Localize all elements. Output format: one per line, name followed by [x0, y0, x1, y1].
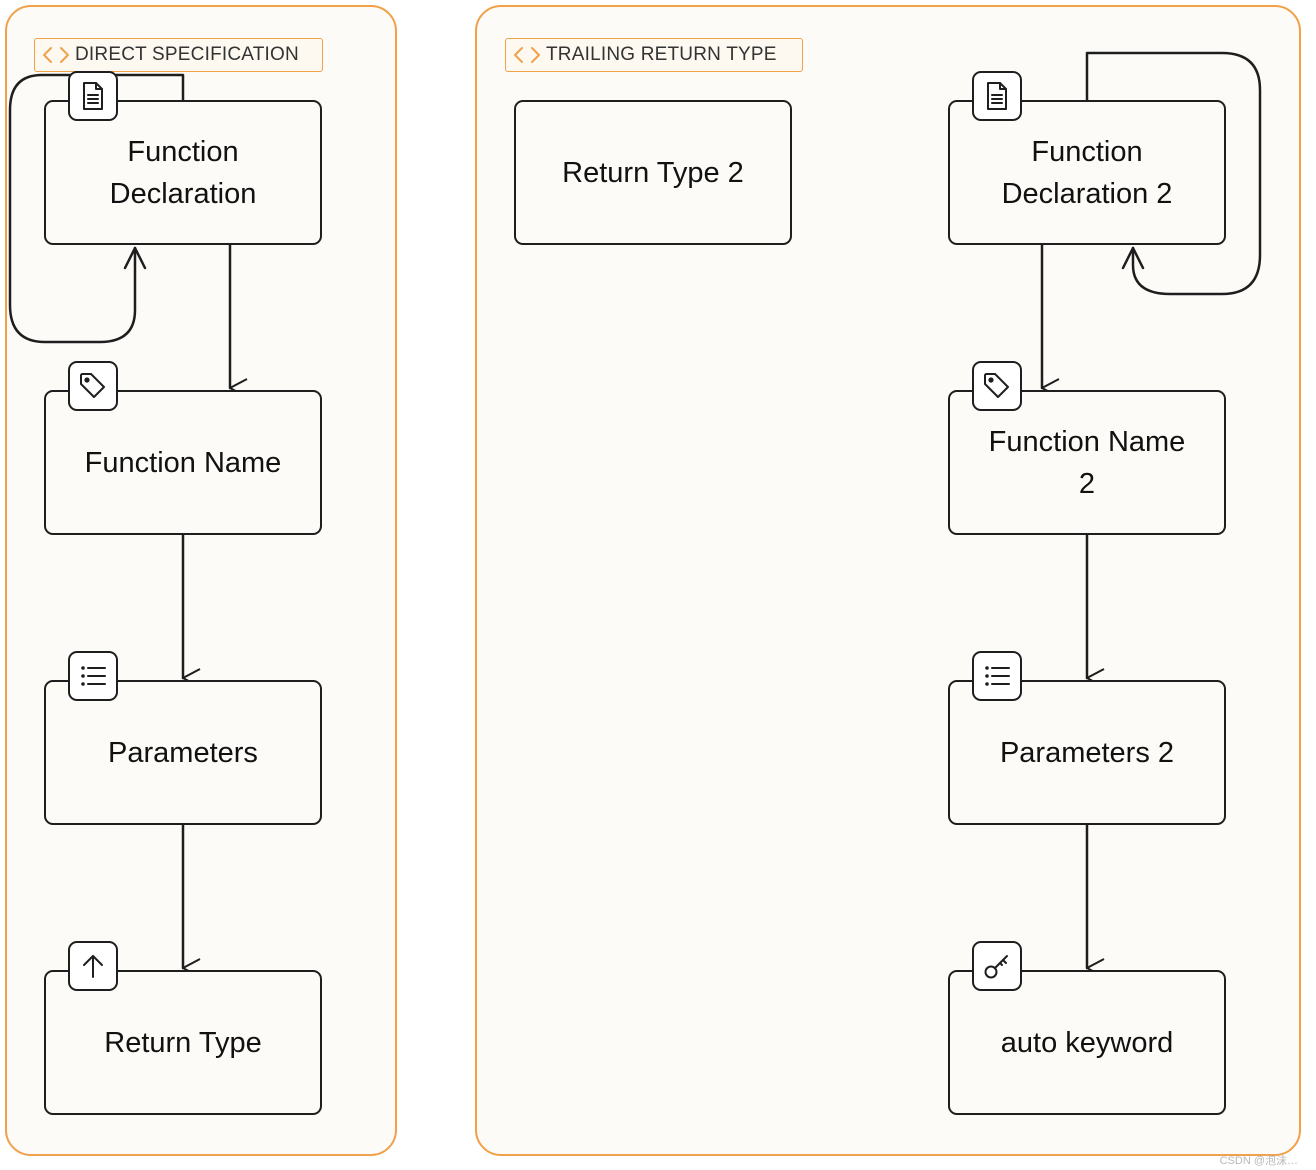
- node-function-name-2[interactable]: Function Name 2: [948, 390, 1226, 535]
- node-label: Parameters 2: [999, 736, 1175, 769]
- code-icon: [41, 44, 71, 66]
- node-return-type[interactable]: Return Type: [44, 970, 322, 1115]
- document-icon: [972, 71, 1022, 121]
- group-label-direct: DIRECT SPECIFICATION: [34, 38, 323, 72]
- node-label: Function Name: [84, 446, 282, 479]
- arrow-up-icon: [68, 941, 118, 991]
- group-label-text: TRAILING RETURN TYPE: [546, 44, 777, 65]
- watermark: CSDN @泡沫…: [1219, 1155, 1298, 1167]
- node-label: Function Declaration 2: [1001, 135, 1173, 210]
- tag-icon: [68, 361, 118, 411]
- node-parameters[interactable]: Parameters: [44, 680, 322, 825]
- list-icon: [68, 651, 118, 701]
- node-function-declaration[interactable]: Function Declaration: [44, 100, 322, 245]
- node-label: Return Type 2: [562, 156, 744, 189]
- tag-icon: [972, 361, 1022, 411]
- node-label: Return Type: [104, 1026, 262, 1059]
- node-label: auto keyword: [1000, 1026, 1174, 1059]
- node-label: Parameters: [108, 736, 258, 769]
- node-function-declaration-2[interactable]: Function Declaration 2: [948, 100, 1226, 245]
- node-label: Function Declaration: [109, 135, 257, 210]
- document-icon: [68, 71, 118, 121]
- node-label: Function Name 2: [988, 425, 1186, 500]
- key-icon: [972, 941, 1022, 991]
- group-label-trailing: TRAILING RETURN TYPE: [505, 38, 803, 72]
- node-function-name[interactable]: Function Name: [44, 390, 322, 535]
- node-auto-keyword[interactable]: auto keyword: [948, 970, 1226, 1115]
- list-icon: [972, 651, 1022, 701]
- group-label-text: DIRECT SPECIFICATION: [75, 44, 299, 65]
- node-parameters-2[interactable]: Parameters 2: [948, 680, 1226, 825]
- node-return-type-2[interactable]: Return Type 2: [514, 100, 792, 245]
- code-icon: [512, 44, 542, 66]
